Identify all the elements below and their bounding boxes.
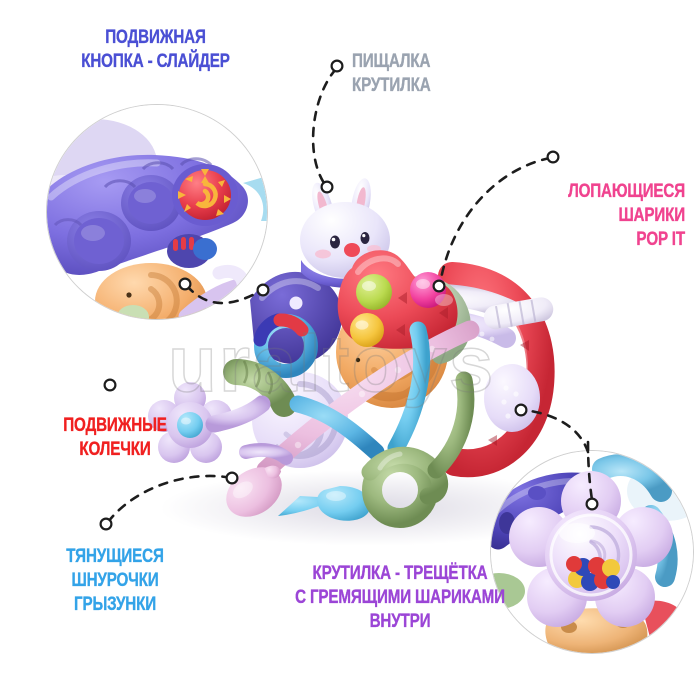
connector-dot-rings-start (99, 517, 113, 531)
rattle-flower-closeup-inset (490, 450, 694, 654)
connector-dot-laces-start (103, 378, 117, 392)
connector-dot-slider-start (178, 277, 192, 291)
connector-dot-popit-end (432, 279, 446, 293)
connector-dot-rattle-end (514, 403, 528, 417)
label-movable-slider-button: ПОДВИЖНАЯ КНОПКА - СЛАЙДЕР (81, 27, 230, 73)
connector-dot-squeaker-start (330, 59, 344, 73)
connector-dot-rattle-inner (585, 497, 599, 511)
connector-dot-squeaker-end (320, 180, 334, 194)
label-squeaker-spinner: ПИЩАЛКА КРУТИЛКА (352, 51, 431, 97)
connector-dot-popit-start (546, 150, 560, 164)
slider-button-closeup-inset (46, 104, 268, 320)
label-movable-rings: ПОДВИЖНЫЕ КОЛЕЧКИ (63, 415, 167, 461)
label-popping-bubbles-pop-it: ЛОПАЮЩИЕСЯ ШАРИКИ POP IT (568, 181, 685, 251)
label-stretchy-laces-teethers: ТЯНУЩИЕСЯ ШНУРОЧКИ ГРЫЗУНКИ (66, 546, 164, 616)
connector-dot-rings-end (225, 471, 239, 485)
watermark: uraltoys (167, 318, 496, 409)
label-spinner-rattle-with-beads: КРУТИЛКА - ТРЕЩЁТКА С ГРЕМЯЩИМИ ШАРИКАМИ… (295, 563, 505, 633)
connector-dot-slider-end (256, 283, 270, 297)
